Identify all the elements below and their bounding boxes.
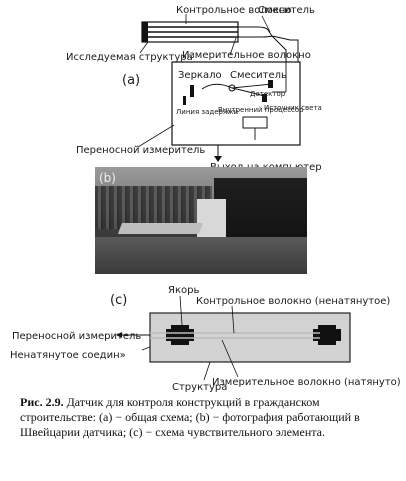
fiber-c-arrow-icon (116, 332, 122, 338)
label-mixer-inner: Смеситель (230, 70, 287, 81)
label-anchor: Якорь (168, 285, 199, 296)
fiber-route-4 (271, 35, 287, 62)
label-mirror: Зеркало (178, 70, 222, 81)
fiber-route-1 (238, 26, 273, 37)
anchor-left-bar (166, 329, 194, 341)
label-a: (a) (122, 73, 140, 88)
photo-deck (118, 222, 203, 234)
caption-figure-number: Рис. 2.9. (20, 395, 64, 409)
photo-b: (b) (95, 167, 307, 274)
photo-trees (95, 186, 212, 230)
slack-leader (141, 346, 151, 351)
inner-path-1 (201, 83, 233, 90)
delay-line-icon (183, 96, 186, 105)
caption-text: Датчик для контроля конструкций в гражда… (20, 395, 360, 439)
label-detector: Детектор (250, 90, 286, 98)
meter-leader (137, 124, 175, 148)
mirror-icon (190, 85, 194, 97)
measuring-leader (229, 37, 237, 56)
anchor-right-bar (313, 329, 341, 341)
label-portable-meter-c: Переносной измеритель (12, 331, 141, 342)
fiber-route-2 (238, 35, 273, 38)
label-measuring-fiber: Измерительное волокно (182, 50, 311, 61)
figure-caption: Рис. 2.9. Датчик для контроля конструкци… (20, 395, 392, 440)
diagram-c: (c) Якорь Контрольное волокно (ненатянут… (10, 285, 401, 393)
label-b: (b) (99, 171, 116, 185)
label-light-source: Источник света (264, 104, 322, 112)
label-processor: Внутренний процессор (218, 106, 304, 114)
photo-ground (95, 236, 307, 274)
processor-box (242, 116, 268, 129)
inner-mixer-node (228, 84, 236, 92)
output-arrow-icon (214, 156, 222, 162)
label-mixer-top: Смеситель (258, 5, 315, 16)
label-reference-fiber: Контрольное волокно (176, 5, 292, 16)
structure-leader (139, 41, 149, 54)
diagram-a: Контрольное волокно Смеситель Исследуема… (66, 5, 322, 173)
label-c: (c) (110, 293, 127, 308)
label-measuring-fiber-c: Измерительное волокно (натянуто) (212, 377, 401, 388)
measuring-c-leader (221, 339, 239, 378)
label-structure-c: Структура (172, 382, 227, 393)
mixer-leader (261, 15, 271, 33)
light-source-icon (262, 94, 267, 102)
label-reference-fiber-c: Контрольное волокно (ненатянутое) (196, 296, 390, 307)
label-portable-meter: Переносной измеритель (76, 145, 205, 156)
detector-icon (268, 80, 273, 88)
label-slack-joint: Ненатянутое соедин» (10, 350, 126, 361)
label-structure: Исследуемая структура (66, 52, 193, 63)
structure-c-leader (203, 361, 211, 381)
portable-meter-box (171, 61, 301, 146)
fiber-route-3 (271, 35, 299, 62)
label-delay-line: Линия задержки (176, 108, 238, 116)
label-delay-line-text: Линия задержки (176, 108, 238, 116)
fiber-end-cap (142, 22, 148, 42)
inner-path-2 (231, 83, 273, 89)
reference-c-leader (231, 305, 235, 334)
anchor-leader (179, 295, 183, 326)
